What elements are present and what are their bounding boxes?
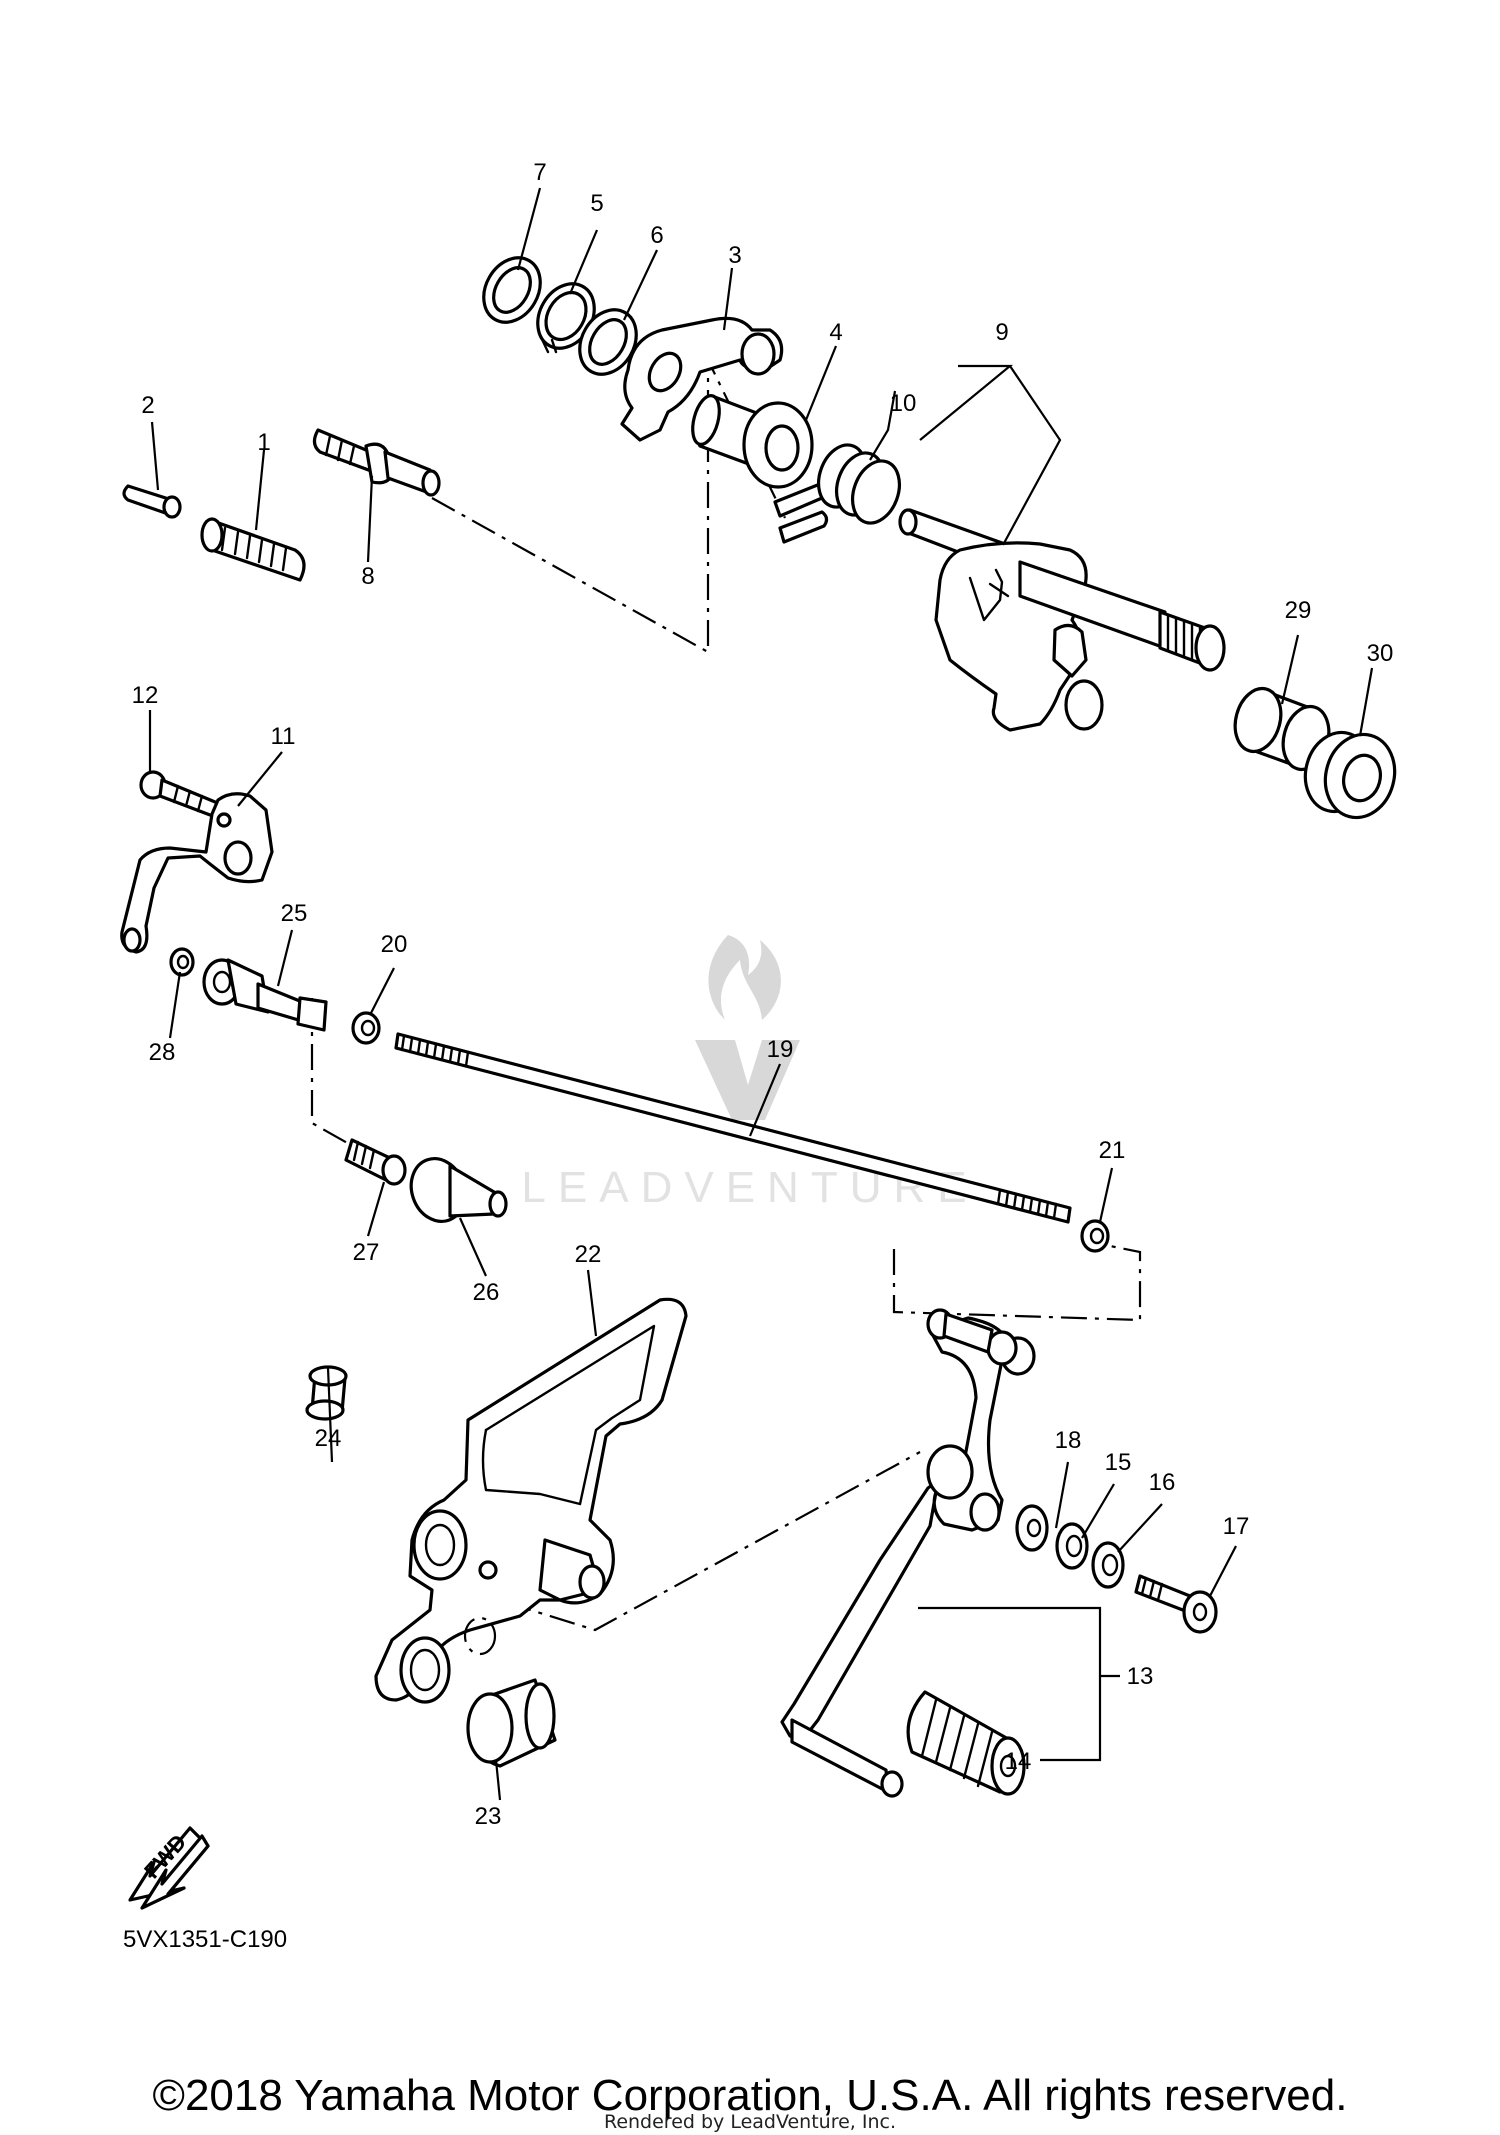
callout-18: 18 — [1055, 1427, 1082, 1454]
callout-26: 26 — [473, 1279, 500, 1306]
flame-logo-icon — [708, 935, 781, 1020]
part-11-shift-arm — [120, 792, 274, 954]
part-6-washer — [578, 308, 638, 376]
callout-8: 8 — [361, 563, 374, 590]
part-22-bracket — [374, 1297, 688, 1704]
part-26-joint — [409, 1157, 508, 1223]
part-5-circlip — [536, 282, 596, 354]
callout-9: 9 — [995, 319, 1008, 346]
leader-lines — [148, 187, 1374, 1801]
callout-11: 11 — [271, 723, 296, 750]
part-17-bolt — [1134, 1574, 1218, 1634]
part-7-washer — [482, 256, 542, 324]
part-19-shift-rod — [394, 1032, 1072, 1224]
part-1-spring — [200, 517, 306, 582]
callout-1: 1 — [257, 429, 270, 456]
callout-7: 7 — [533, 159, 546, 186]
callout-16: 16 — [1149, 1469, 1176, 1496]
callout-15: 15 — [1105, 1449, 1132, 1476]
part-27-bolt — [344, 1138, 407, 1186]
part-30-oil-seal — [1303, 730, 1397, 820]
v-logo-icon — [695, 1040, 800, 1120]
callout-23: 23 — [475, 1803, 502, 1830]
callout-10: 10 — [890, 390, 917, 417]
callout-28: 28 — [149, 1039, 176, 1066]
callout-5: 5 — [590, 190, 603, 217]
part-14-pedal-rubber — [906, 1690, 1026, 1796]
part-24-damper — [305, 1365, 348, 1421]
callout-17: 17 — [1223, 1513, 1250, 1540]
callout-22: 22 — [575, 1241, 602, 1268]
part-23-damper — [466, 1678, 557, 1768]
callout-numbers: 7 5 6 3 4 10 9 2 1 8 29 30 12 11 25 20 2… — [132, 159, 1394, 1830]
part-2-pin — [122, 484, 182, 519]
rendered-by-notice: Rendered by LeadVenture, Inc. — [604, 2111, 896, 2133]
callout-27: 27 — [353, 1239, 380, 1266]
copyright-notice: ©2018 Yamaha Motor Corporation, U.S.A. A… — [153, 2071, 1348, 2120]
part-15-washer — [1055, 1522, 1089, 1570]
part-28-nut — [169, 947, 195, 977]
callout-12: 12 — [132, 682, 159, 709]
callout-3: 3 — [728, 242, 741, 269]
callout-29: 29 — [1285, 597, 1312, 624]
part-3-arm — [620, 316, 784, 442]
pedal-pivot-bolt — [926, 1308, 994, 1354]
part-12-bolt — [139, 770, 225, 820]
part-21-nut — [1080, 1219, 1110, 1253]
callout-2: 2 — [141, 392, 154, 419]
part-8-stud — [312, 428, 441, 497]
part-25-joint — [202, 958, 328, 1032]
callout-6: 6 — [650, 222, 663, 249]
part-16-washer — [1091, 1541, 1125, 1589]
diagram-code: 5VX1351-C190 — [123, 1926, 287, 1953]
part-18-washer — [1015, 1504, 1049, 1552]
part-10-spring — [773, 443, 901, 544]
callout-20: 20 — [381, 931, 408, 958]
part-20-nut — [351, 1011, 381, 1045]
forward-arrow-icon: FWD — [128, 1826, 210, 1910]
callout-30: 30 — [1367, 640, 1394, 667]
callout-24: 24 — [315, 1425, 342, 1452]
callout-14: 14 — [1005, 1748, 1032, 1775]
part-29-bushing — [1233, 686, 1331, 772]
callout-13: 13 — [1127, 1663, 1154, 1690]
callout-19: 19 — [767, 1036, 794, 1063]
callout-4: 4 — [829, 319, 842, 346]
part-4-collar — [691, 394, 814, 489]
callout-21: 21 — [1099, 1137, 1126, 1164]
callout-25: 25 — [281, 900, 308, 927]
part-9-shift-shaft — [898, 508, 1226, 732]
